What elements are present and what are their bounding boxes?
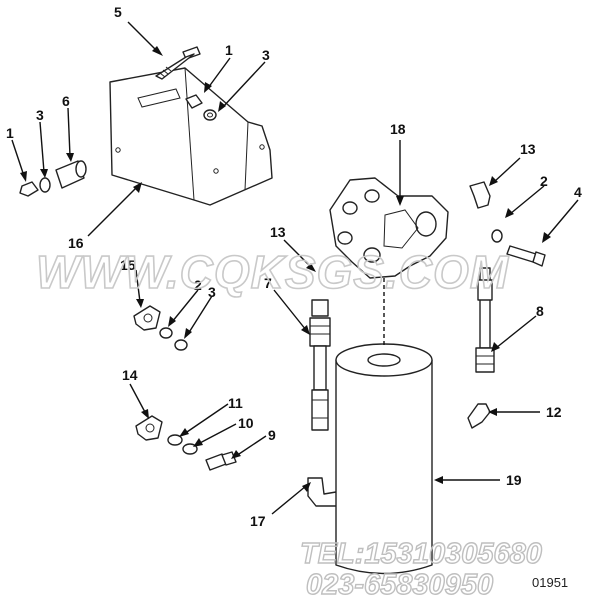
callout-15: 15	[120, 257, 136, 273]
callout-14: 14	[122, 367, 138, 383]
hose-8	[475, 267, 495, 373]
contact-phone: 023-65830950	[306, 569, 493, 601]
callout-1-upper: 1	[225, 42, 233, 58]
washer-2-right	[491, 229, 503, 243]
spacer-6	[55, 160, 87, 189]
washer-11	[167, 434, 183, 446]
callout-12: 12	[546, 404, 562, 420]
callout-3-left: 3	[36, 107, 44, 123]
callout-4: 4	[574, 184, 582, 200]
callout-7: 7	[264, 275, 272, 291]
contact-tel: TEL:15310305680	[300, 538, 542, 570]
callout-11: 11	[228, 395, 243, 411]
leader-lines	[11, 21, 579, 515]
hose-7	[309, 317, 331, 431]
drawing-id: 01951	[532, 575, 568, 590]
callout-3-upper: 3	[262, 47, 270, 63]
callout-2-clamp: 2	[194, 277, 202, 293]
washer-2-clamp15	[159, 327, 173, 339]
callout-18: 18	[390, 121, 406, 137]
callout-3-clamp: 3	[208, 284, 216, 300]
callout-16: 16	[68, 235, 84, 251]
elbow-13-head	[469, 181, 491, 209]
nut-1-left	[19, 181, 39, 197]
callout-2-right: 2	[540, 173, 548, 189]
callout-13-right: 13	[520, 141, 536, 157]
nut-1-upper	[185, 94, 203, 109]
washer-3-left	[39, 177, 51, 193]
callout-8: 8	[536, 303, 544, 319]
filter-head	[329, 177, 449, 279]
fuel-filter	[335, 278, 433, 575]
callout-17: 17	[250, 513, 266, 529]
watermark-site: WWW.CQKSGS.COM	[36, 246, 510, 298]
screw-9	[205, 451, 237, 471]
washer-3-clamp15	[174, 339, 188, 351]
callout-5: 5	[114, 4, 122, 20]
elbow-17	[307, 477, 339, 507]
clamp-15	[133, 305, 161, 331]
connector-13-left	[311, 299, 329, 317]
elbow-12	[467, 403, 491, 429]
mounting-bracket	[109, 67, 273, 206]
callout-9: 9	[268, 427, 276, 443]
callout-1-left: 1	[6, 125, 14, 141]
bolt-4	[506, 245, 546, 267]
clamp-14	[135, 415, 163, 441]
callout-10: 10	[238, 415, 254, 431]
callout-labels: 5 1 3 1 3 6 16 18 13 2 4 8 12 13 7 15 2 …	[6, 4, 582, 529]
washer-3-upper	[203, 109, 217, 121]
bolt-5	[155, 46, 201, 80]
callout-19: 19	[506, 472, 522, 488]
callout-6: 6	[62, 93, 70, 109]
callout-13-left: 13	[270, 224, 286, 240]
